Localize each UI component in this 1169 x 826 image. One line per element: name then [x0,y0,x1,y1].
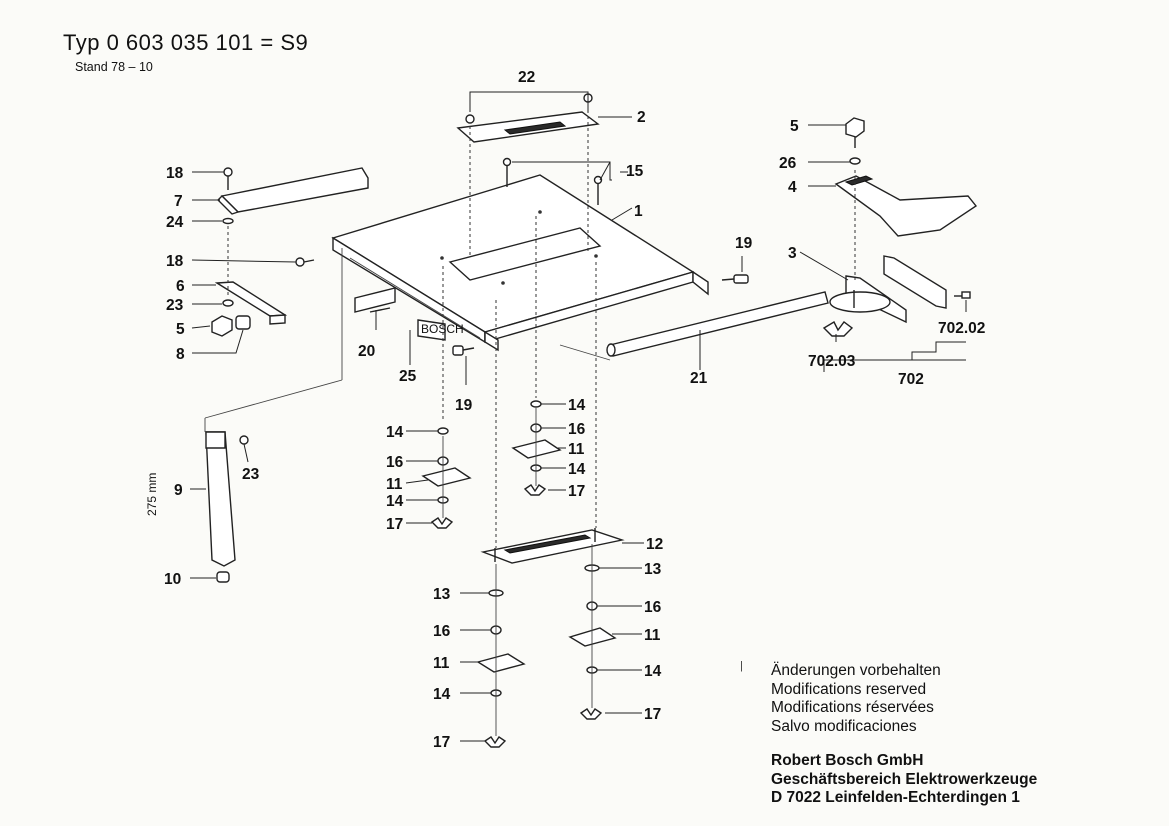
cross-brace-part-12 [480,528,625,564]
page-title: Typ 0 603 035 101 = S9 [63,30,309,55]
callout-702-03: 702.03 [808,353,856,370]
table-insert-part-2 [456,93,600,143]
callout-14-e: 14 [644,663,662,680]
bracket-part-20 [354,287,396,313]
callout-1: 1 [634,203,643,220]
clamp-bracket-part-6 [211,281,288,337]
hardware-stack-left [421,427,472,529]
callout-14-a: 14 [386,424,404,441]
callout-4: 4 [788,179,797,196]
callout-6: 6 [176,278,185,295]
callout-16-b: 16 [568,421,586,438]
hardware-stack-center [511,400,562,496]
callout-24: 24 [166,214,184,231]
svg-text:275 mm: 275 mm [145,473,159,516]
callout-702-02: 702.02 [938,320,985,337]
company-address: Robert Bosch GmbH Geschäftsbereich Elekt… [771,752,1037,808]
company-location: D 7022 Leinfelden-Echterdingen 1 [771,789,1020,806]
callout-9: 9 [174,482,183,499]
margin-mark: | [740,660,743,672]
callout-22: 22 [518,69,535,86]
callout-5-left: 5 [176,321,185,338]
company-division: Geschäftsbereich Elektrowerkzeuge [771,770,1038,788]
callout-17-d: 17 [433,734,450,751]
company-name: Robert Bosch GmbH [771,752,924,769]
note-spanish: Salvo modificaciones [771,717,917,735]
modification-notes: Änderungen vorbehalten Modifications res… [771,662,941,736]
leg-part-9 [205,431,249,583]
leader-lines [190,91,967,742]
screw-part-19-right [721,274,749,284]
callout-11-a: 11 [386,476,403,493]
bosch-badge-part-25: BOSCH [417,319,464,341]
knob-part-5-right [845,117,865,165]
callout-21: 21 [690,370,708,387]
fence-bracket-part-7 [217,167,369,225]
callout-10: 10 [164,571,181,588]
callout-8: 8 [176,346,185,363]
callout-19-right: 19 [735,235,753,252]
wing-nut-part-702-03 [822,321,854,337]
screws-part-15 [502,157,603,205]
callout-18-mid: 18 [166,253,184,270]
callout-25: 25 [399,368,417,385]
hardware-stack-lower-left [476,589,526,748]
rod-part-21 [606,291,829,357]
extension-arm-part-4 [834,175,978,237]
callout-11-d: 11 [433,655,450,672]
callout-16-a: 16 [386,454,404,471]
callout-13-a: 13 [433,586,451,603]
callout-23-top: 23 [166,297,184,314]
callout-11-b: 11 [568,441,585,458]
note-german: Änderungen vorbehalten [771,662,941,679]
callout-15: 15 [626,163,644,180]
hardware-stack-lower-right [568,564,617,720]
note-french: Modifications réservées [771,699,934,716]
callout-14-b: 14 [386,493,404,510]
callout-14-c: 14 [568,397,586,414]
callout-3: 3 [788,245,797,262]
callout-23-bottom: 23 [242,466,260,483]
callout-2: 2 [637,109,646,126]
callout-18-top: 18 [166,165,184,182]
callout-16-c: 16 [644,599,662,616]
callout-26: 26 [779,155,797,172]
callout-19-lower: 19 [455,397,473,414]
dimension-275mm: 275 mm [145,473,159,516]
callout-20: 20 [358,343,375,360]
assembly-lines [204,104,856,736]
callout-17-c: 17 [644,706,661,723]
callout-16-d: 16 [433,623,451,640]
svg-text:BOSCH: BOSCH [421,322,464,336]
note-english: Modifications reserved [771,680,927,698]
callout-702: 702 [898,371,924,388]
revision-stand: Stand 78 – 10 [75,60,153,74]
callout-5-right: 5 [790,118,799,135]
callout-numbers: 22 2 15 1 18 7 24 18 6 23 5 8 19 20 25 1… [164,69,985,751]
fence-part-702 [883,255,971,309]
callout-11-c: 11 [644,627,661,644]
callout-13-b: 13 [644,561,662,578]
callout-14-f: 14 [433,686,451,703]
callout-17-b: 17 [568,483,585,500]
callout-12: 12 [646,536,663,553]
callout-17-a: 17 [386,516,403,533]
callout-14-d: 14 [568,461,586,478]
support-part-3 [829,275,907,324]
screw-part-19-lower [452,345,475,356]
callout-7: 7 [174,193,183,210]
screw-part-18 [295,257,305,267]
saw-table-part-1 [331,174,709,352]
